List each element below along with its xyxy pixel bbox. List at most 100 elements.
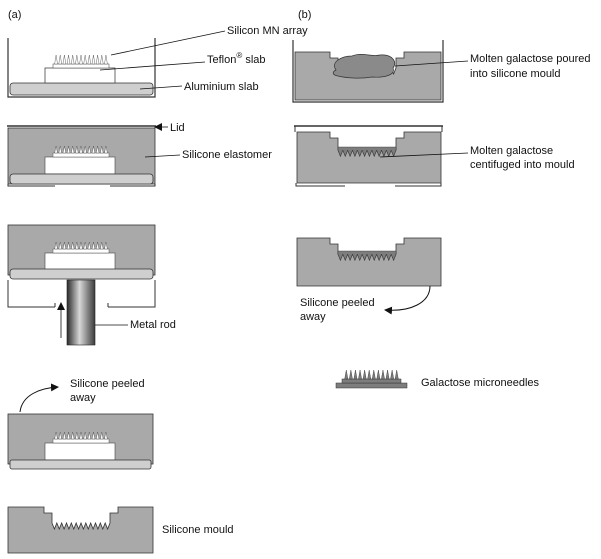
base-foot-right [110, 184, 156, 187]
needle [95, 54, 100, 65]
base-foot-b2-right [395, 183, 442, 187]
mn-needles-4 [54, 431, 108, 440]
needle [58, 241, 62, 250]
label-peeled-a-line1: Silicone peeled [70, 378, 145, 390]
mn-array-base [52, 63, 110, 69]
needle [62, 145, 67, 154]
leader-teflon-slab [99, 61, 206, 71]
needle [70, 145, 75, 154]
needle [79, 145, 83, 154]
mould-b3 [296, 237, 442, 287]
needle [104, 54, 108, 65]
needle [79, 54, 83, 65]
needle [54, 431, 58, 440]
needle [87, 431, 92, 440]
leader-molten-cent [379, 152, 469, 158]
galactose-fill-b3 [337, 250, 397, 261]
aluminium-slab-embedded [9, 173, 154, 185]
teflon-slab-4 [44, 442, 116, 461]
needle [75, 54, 79, 65]
label-aluminium-slab: Aluminium slab [184, 81, 259, 93]
needle [83, 54, 87, 65]
needle [83, 431, 87, 440]
needle [91, 54, 96, 65]
needle [371, 369, 376, 380]
label-teflon-slab: Teflon® slab [207, 51, 266, 66]
needle [344, 369, 349, 380]
needle [58, 145, 62, 154]
needle [362, 369, 367, 380]
step-a1-setup: Silicon MN array Teflon® slab Aluminium … [7, 25, 308, 98]
galactose-layer [337, 250, 397, 261]
leader-silicone-elastomer [144, 154, 181, 158]
needle [100, 241, 104, 250]
needle [349, 369, 353, 380]
step-b3-peel: Silicone peeled away [296, 237, 442, 323]
label-metal-rod: Metal rod [130, 319, 176, 331]
galactose-mn-base [335, 382, 408, 389]
needle [54, 145, 58, 154]
needle [394, 369, 399, 380]
leader-silicon-array [110, 30, 226, 56]
needle [79, 241, 83, 250]
needle [104, 431, 108, 440]
container-b1 [292, 40, 444, 103]
mn-array-needles [54, 54, 108, 65]
needle [100, 431, 104, 440]
needle [100, 145, 104, 154]
mould-b2 [296, 131, 442, 184]
needle [381, 369, 385, 380]
step-a4-peel: Silicone peeled away [7, 378, 154, 470]
step-b4-product: Galactose microneedles [335, 369, 540, 389]
needle [95, 241, 100, 250]
needle [75, 431, 79, 440]
aluminium-slab-3 [9, 268, 154, 280]
needle [367, 369, 372, 380]
needle [66, 54, 71, 65]
mn-array-embedded [52, 152, 110, 158]
mn-needles-3 [54, 241, 108, 250]
aluminium-slab-4 [9, 459, 152, 470]
needle [71, 54, 75, 65]
teflon-slab [44, 67, 116, 84]
needle [104, 145, 108, 154]
mn-array-4 [52, 438, 110, 444]
label-molten-cent-line2: centifuged into mould [470, 159, 575, 171]
step-a2-elastomer-cast: Lid Silicone elastomer [7, 122, 272, 187]
label-silicone-mould: Silicone mould [162, 524, 234, 536]
needle [100, 54, 104, 65]
label-silicon-array: Silicon MN array [227, 25, 308, 37]
needle [376, 369, 381, 380]
panel-label-b: (b) [298, 9, 311, 21]
galactose-microneedles-tips [344, 369, 399, 380]
label-peeled-b-line2: away [300, 311, 326, 323]
needle [62, 241, 67, 250]
base-foot-b2-left [295, 183, 345, 187]
needle [91, 431, 96, 440]
galactose-layer [337, 146, 397, 157]
silicone-mould-shape [7, 506, 154, 554]
needle [66, 241, 71, 250]
needle [358, 369, 362, 380]
teflon-slab-embedded [44, 156, 116, 175]
peel-arrow-a [19, 383, 59, 413]
label-peeled-b-line1: Silicone peeled [300, 297, 375, 309]
step-a3-rod-push: Metal rod [7, 224, 176, 346]
needle [58, 431, 62, 440]
needle [75, 241, 79, 250]
step-b1-pour: Molten galactose poured into silicone mo… [292, 40, 590, 103]
peel-arrow-b [384, 285, 431, 315]
step-b2-centrifuge: Molten galactose centifuged into mould [294, 125, 575, 187]
leader-aluminium-slab [139, 85, 183, 90]
needle [62, 54, 67, 65]
container-lips [54, 303, 109, 307]
needle [66, 145, 71, 154]
needle [87, 145, 92, 154]
needle [62, 431, 67, 440]
needle [385, 369, 390, 380]
needle [91, 241, 96, 250]
metal-rod [66, 279, 96, 346]
needle [87, 241, 92, 250]
mn-array-3 [52, 248, 110, 254]
